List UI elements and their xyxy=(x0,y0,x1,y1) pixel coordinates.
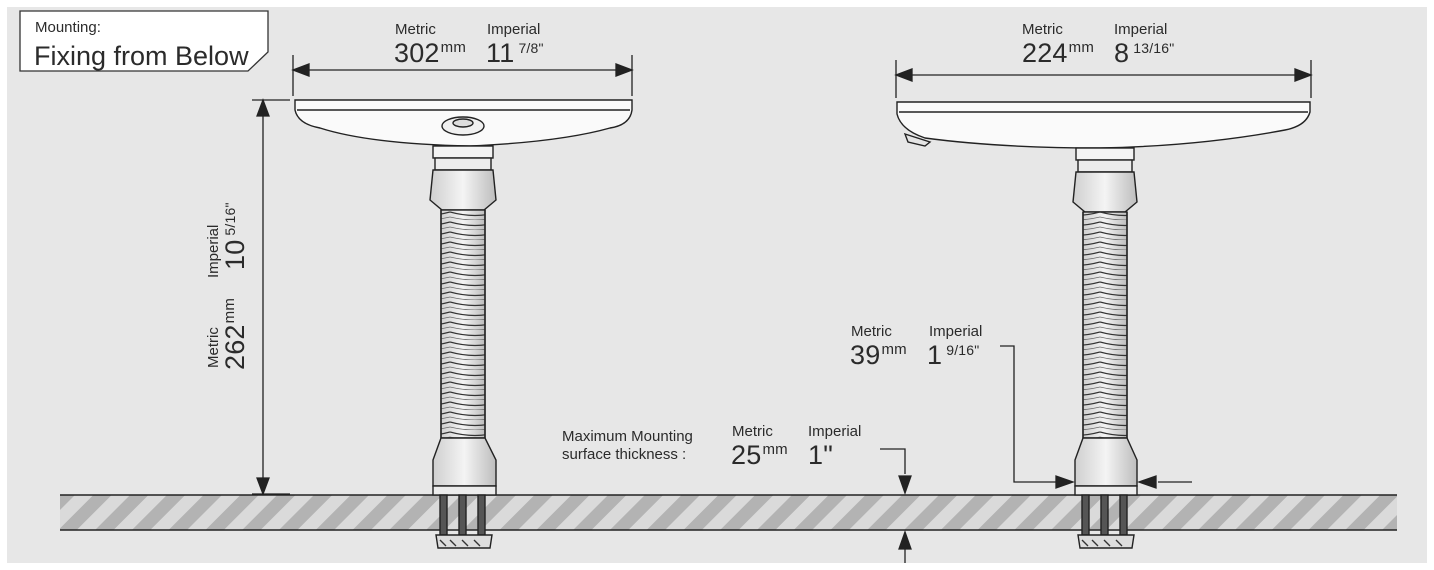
thickness-caption-line1: Maximum Mounting xyxy=(562,428,693,445)
thickness-metric-label: Metric xyxy=(732,423,773,440)
left-width-metric-value: 302mm xyxy=(394,38,467,68)
right-width-metric-label: Metric xyxy=(1022,21,1063,38)
page-title: Fixing from Below xyxy=(34,41,249,71)
right-width-metric-value: 224mm xyxy=(1022,38,1095,68)
thickness-metric-value: 25mm xyxy=(731,440,788,470)
base-width-metric-label: Metric xyxy=(851,323,892,340)
thickness-caption-line2: surface thickness : xyxy=(562,446,687,463)
height-metric-label: Metric xyxy=(205,327,222,368)
diagram-background xyxy=(7,7,1427,563)
base-width-imperial-label: Imperial xyxy=(929,323,983,340)
height-imperial-label: Imperial xyxy=(205,224,222,278)
height-metric-value: 262mm xyxy=(220,297,250,370)
mounting-surface xyxy=(60,494,1397,531)
height-imperial-value: 105/16" xyxy=(220,202,250,270)
right-lamp xyxy=(896,101,1311,549)
right-width-imperial-label: Imperial xyxy=(1114,21,1168,38)
title-caption: Mounting: xyxy=(35,19,101,36)
base-width-metric-value: 39mm xyxy=(850,340,907,370)
left-width-imperial-label: Imperial xyxy=(487,21,541,38)
thickness-imperial-label: Imperial xyxy=(808,423,862,440)
dimension-lines xyxy=(252,55,1313,563)
thickness-imperial-value: 1" xyxy=(808,440,834,470)
left-lamp xyxy=(294,99,633,549)
left-width-metric-label: Metric xyxy=(395,21,436,38)
title-box: Mounting: Fixing from Below xyxy=(19,10,269,72)
